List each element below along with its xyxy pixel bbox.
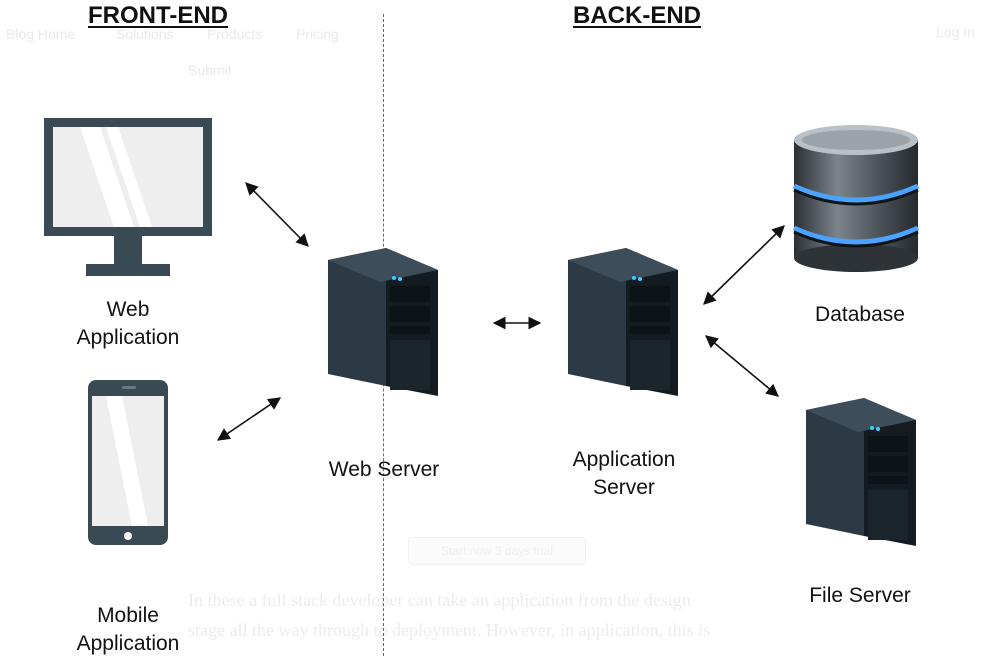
ghost-login: Log In	[936, 24, 975, 40]
ghost-sub: Submit	[188, 62, 232, 78]
ghost-paragraph-line: In these a full stack developer can take…	[188, 590, 691, 610]
application-server-label: Application Server	[556, 446, 692, 502]
label-line: Web	[106, 298, 150, 321]
ghost-paragraph-line: stage all the way through to deployment.…	[188, 620, 711, 640]
file-server-icon	[806, 398, 916, 546]
smartphone-icon	[88, 380, 168, 545]
web-application-label: Web Application	[64, 296, 192, 352]
mobile-application-label: Mobile Application	[64, 602, 192, 658]
file-server-label: File Server	[809, 584, 911, 607]
ghost-nav-item: Pricing	[296, 26, 339, 42]
ghost-nav-item: Solutions	[116, 26, 174, 42]
web-server-label: Web Server	[328, 458, 440, 481]
application-server-icon	[568, 248, 678, 396]
arrow-web-app-to-web-server	[245, 182, 309, 247]
ghost-trial-button: Start now 3 days trial	[408, 537, 586, 565]
label-line: Application	[76, 632, 180, 655]
web-server-icon	[328, 248, 438, 396]
arrow-app-server-to-database	[703, 225, 785, 305]
database-label: Database	[815, 303, 905, 326]
arrow-mobile-app-to-web-server	[216, 397, 282, 441]
label-line: Application	[76, 326, 180, 349]
database-icon	[792, 125, 920, 272]
arrow-app-server-to-file-server	[705, 335, 779, 397]
front-end-heading: FRONT-END	[88, 2, 228, 29]
label-line: Server	[593, 476, 655, 499]
back-end-heading: BACK-END	[573, 2, 701, 29]
label-line: Mobile	[97, 604, 159, 627]
ghost-nav-item: Blog Home	[6, 26, 76, 42]
ghost-nav-item: Products	[207, 26, 263, 42]
label-line: Application	[572, 448, 676, 471]
monitor-icon	[44, 118, 212, 276]
